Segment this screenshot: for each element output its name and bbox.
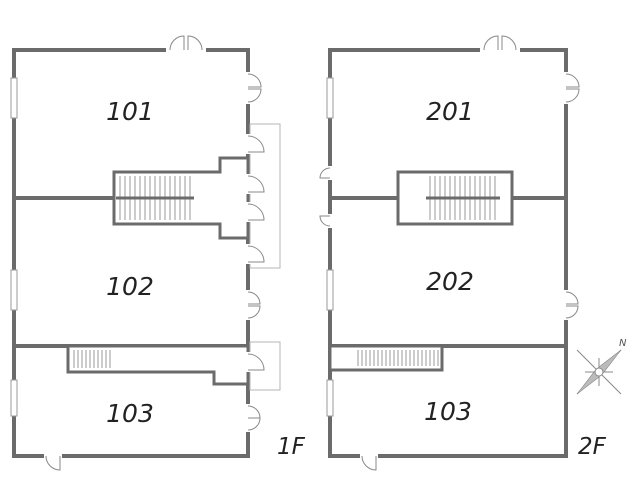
floor-1f: 101 102 103 1F (10, 35, 306, 471)
room-label-103-1f: 103 (106, 399, 154, 428)
compass-rose-icon: N (576, 338, 627, 395)
stair-treads-2f-lower (357, 350, 439, 366)
room-label-103-2f: 103 (424, 397, 472, 426)
door-1f-right-4-icon (244, 202, 265, 222)
floor-2f: 201 202 103 2F (319, 35, 607, 471)
door-2f-right-1-icon (562, 72, 580, 104)
door-1f-top-icon (166, 35, 206, 52)
room-label-201: 201 (426, 97, 474, 126)
door-1f-right-7-icon (244, 352, 265, 372)
room-label-101: 101 (106, 97, 154, 126)
room-label-102: 102 (106, 272, 154, 301)
stair-treads-2f (426, 176, 500, 220)
stair-enclosure-lower (66, 344, 250, 386)
window-202 (326, 269, 334, 311)
staircase-2f-upper (396, 170, 514, 226)
door-2f-left-1-icon (319, 166, 334, 180)
balcony-1f-lower (249, 341, 281, 391)
staircase-1f-upper (112, 156, 250, 240)
window-203 (326, 379, 334, 417)
door-1f-right-3-icon (244, 174, 265, 194)
door-1f-right-8-icon (244, 404, 261, 432)
staircase-2f-lower (328, 344, 444, 372)
room-label-202: 202 (426, 267, 474, 296)
floor-2f-outer-wall (328, 48, 568, 458)
door-1f-bottom-icon (44, 452, 62, 471)
door-1f-right-1-icon (244, 72, 262, 104)
door-2f-top-icon (480, 35, 520, 52)
stair-treads-lower (73, 350, 111, 368)
door-2f-left-2-icon (319, 214, 334, 228)
window-102 (10, 269, 18, 311)
floor-label-1f: 1F (277, 434, 306, 460)
compass-north-label: N (619, 338, 627, 349)
door-2f-right-2-icon (562, 290, 579, 320)
door-2f-bottom-icon (360, 452, 378, 471)
door-1f-right-5-icon (244, 244, 265, 264)
door-1f-right-2-icon (244, 134, 265, 154)
balcony-1f-upper (249, 123, 281, 269)
stair-treads (116, 176, 194, 220)
window-201 (326, 77, 334, 119)
floor-label-2f: 2F (578, 434, 607, 460)
door-1f-right-6-icon (244, 290, 261, 320)
window-101 (10, 77, 18, 119)
window-103 (10, 379, 18, 417)
staircase-1f-lower (66, 344, 250, 386)
